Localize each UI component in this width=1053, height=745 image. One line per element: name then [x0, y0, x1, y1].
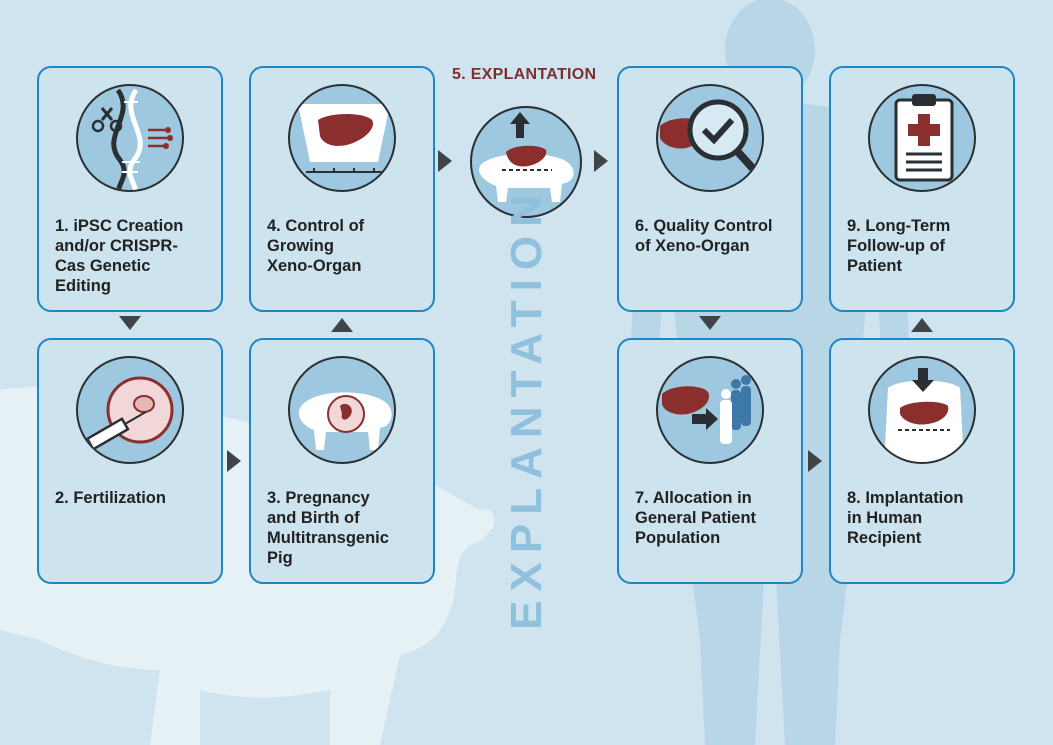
step-8-label: 8. Implantation in Human Recipient	[847, 489, 964, 547]
magnifier-check-icon	[656, 84, 764, 192]
torso-liver-icon	[868, 356, 976, 464]
arrow-1-to-2	[119, 316, 141, 330]
step-card-8: 8. Implantation in Human Recipient	[829, 338, 1015, 584]
dna-scissors-icon	[76, 84, 184, 192]
step-4-label: 4. Control of Growing Xeno-Organ	[267, 217, 365, 275]
syringe-egg-icon	[76, 356, 184, 464]
pig-liver-up-icon	[470, 106, 582, 218]
ultrasound-liver-icon	[288, 84, 396, 192]
step-card-6: 6. Quality Control of Xeno-Organ	[617, 66, 803, 312]
arrow-4-to-5	[438, 150, 452, 172]
step-card-4: 4. Control of Growing Xeno-Organ	[249, 66, 435, 312]
arrow-8-to-9	[911, 318, 933, 332]
step-card-2: 2. Fertilization	[37, 338, 223, 584]
step-card-3: 3. Pregnancy and Birth of Multitransgeni…	[249, 338, 435, 584]
step-card-7: 7. Allocation in General Patient Populat…	[617, 338, 803, 584]
step-5-title: 5. EXPLANTATION	[452, 66, 597, 83]
pig-embryo-icon	[288, 356, 396, 464]
step-9-label: 9. Long-Term Follow-up of Patient	[847, 217, 951, 275]
liver-people-icon	[656, 356, 764, 464]
step-6-label: 6. Quality Control of Xeno-Organ	[635, 217, 773, 255]
step-1-label: 1. iPSC Creation and/or CRISPR- Cas Gene…	[55, 217, 184, 295]
arrow-6-to-7	[699, 316, 721, 330]
explantation-vertical-text: EXPLANTATION	[502, 186, 551, 630]
step-card-9: 9. Long-Term Follow-up of Patient	[829, 66, 1015, 312]
step-7-label: 7. Allocation in General Patient Populat…	[635, 489, 757, 547]
arrow-3-to-4	[331, 318, 353, 332]
step-2-label: 2. Fertilization	[55, 489, 166, 507]
pig-ear	[470, 509, 495, 530]
arrow-2-to-3	[227, 450, 241, 472]
step-card-1: 1. iPSC Creation and/or CRISPR- Cas Gene…	[37, 66, 223, 312]
step-3-label: 3. Pregnancy and Birth of Multitransgeni…	[267, 489, 389, 567]
arrow-5-to-6	[594, 150, 608, 172]
arrow-7-to-8	[808, 450, 822, 472]
clipboard-cross-icon	[868, 84, 976, 192]
